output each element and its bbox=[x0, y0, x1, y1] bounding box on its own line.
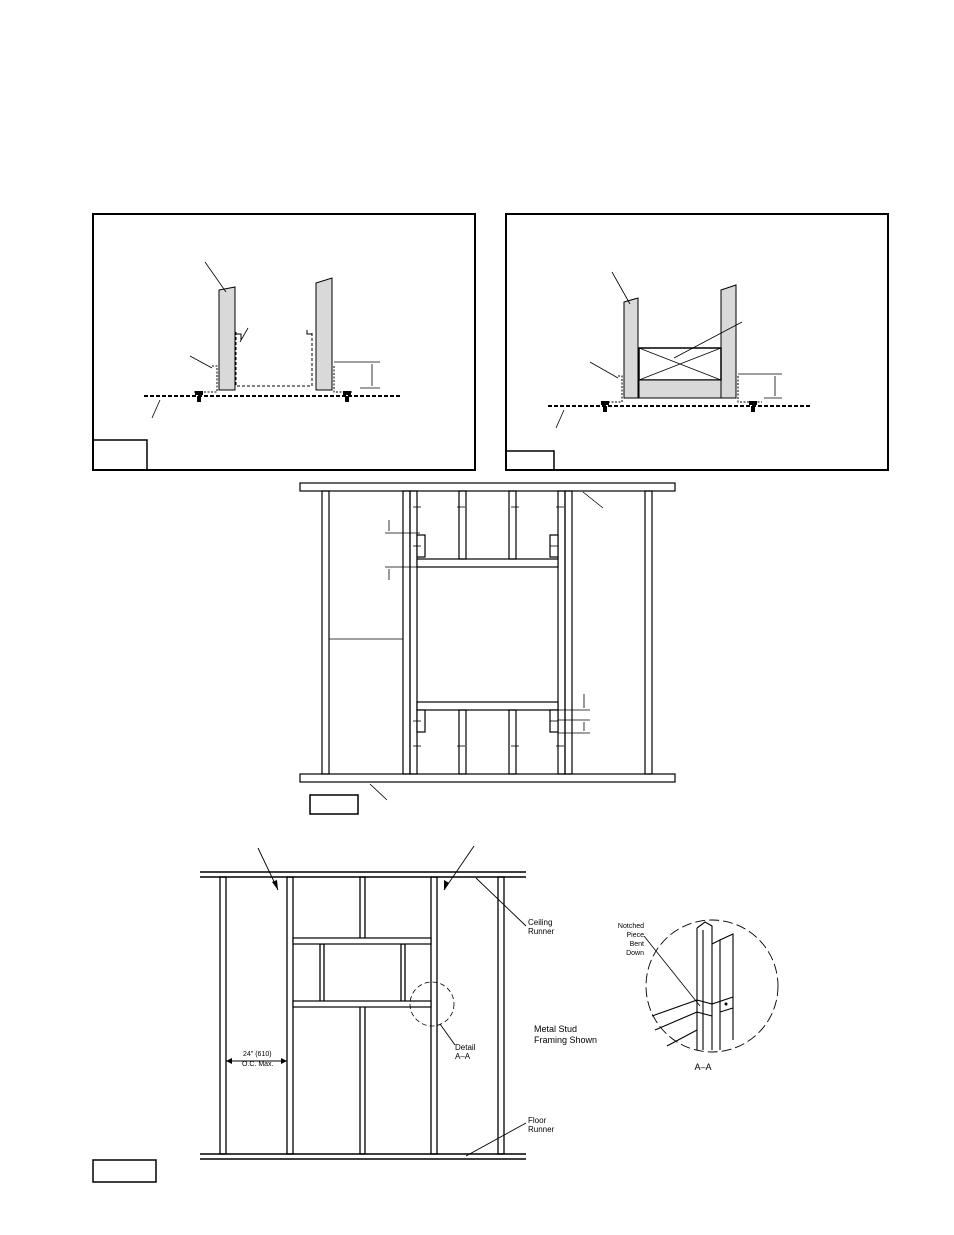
stud bbox=[219, 876, 505, 1155]
detail-label: A–A bbox=[455, 1052, 471, 1061]
section-caption: A–A bbox=[694, 1062, 711, 1072]
arrowheads bbox=[226, 880, 449, 1064]
screw-left bbox=[195, 391, 203, 402]
leader-line bbox=[643, 935, 701, 1007]
panel-wall-section-left bbox=[92, 213, 476, 471]
detail-a-a: Notched Piece Bent Down A–A bbox=[618, 919, 779, 1072]
header-block-cross bbox=[638, 347, 722, 381]
header-top bbox=[416, 558, 559, 568]
notched-piece-label: Down bbox=[626, 950, 644, 957]
leader-arrows bbox=[226, 845, 527, 1157]
leader-line bbox=[204, 261, 227, 293]
horizontal-member bbox=[651, 996, 734, 1047]
panel-framing-elevation bbox=[299, 482, 676, 815]
panel-wall-section-right bbox=[505, 213, 889, 471]
notched-piece-label: Notched bbox=[618, 923, 644, 930]
leader-line bbox=[555, 409, 565, 429]
header-base bbox=[638, 379, 722, 399]
leader-line bbox=[673, 321, 743, 359]
leader-line bbox=[589, 361, 619, 379]
bracket-right bbox=[737, 376, 762, 403]
ceiling-runner bbox=[299, 482, 676, 492]
metal-channel bbox=[235, 332, 313, 387]
spacing-label: 24" (610) bbox=[243, 1051, 272, 1058]
ceiling-runner-label: Runner bbox=[528, 927, 555, 936]
fastener-marks bbox=[413, 506, 564, 747]
floor-runner-label: Floor bbox=[528, 1116, 547, 1125]
floor-runner bbox=[299, 773, 676, 783]
stud-left bbox=[218, 286, 236, 391]
leader-line bbox=[189, 355, 213, 369]
figure-number-box bbox=[309, 794, 359, 815]
leader-line bbox=[151, 399, 161, 419]
bracket-left bbox=[600, 375, 623, 403]
detail-boundary bbox=[645, 919, 779, 1053]
screw-right bbox=[343, 391, 351, 402]
channel-return-left bbox=[236, 333, 242, 340]
leader-line bbox=[369, 783, 388, 801]
stud-right bbox=[315, 277, 333, 391]
header-bottom bbox=[292, 1000, 432, 1008]
figure-number-box bbox=[92, 1159, 157, 1183]
screw-right bbox=[749, 401, 757, 412]
stud bbox=[321, 490, 653, 775]
leader-line bbox=[611, 271, 631, 305]
notched-piece-label: Bent bbox=[630, 941, 644, 948]
stud-3d bbox=[696, 921, 734, 1050]
panel-frame bbox=[92, 213, 476, 471]
leader-line bbox=[239, 327, 249, 343]
notched-piece-label: Piece bbox=[626, 932, 644, 939]
cripple-stud bbox=[458, 490, 517, 775]
dimension-lines bbox=[329, 520, 590, 734]
ceiling-runner-label: Ceiling bbox=[528, 918, 552, 927]
figure-number-box bbox=[92, 439, 148, 471]
stud-right bbox=[720, 284, 737, 399]
figure-number-box bbox=[505, 450, 555, 471]
spacing-label: O.C. Max. bbox=[242, 1061, 274, 1068]
screw-left bbox=[601, 401, 609, 412]
detail-label: Detail bbox=[455, 1043, 476, 1052]
detail-circle bbox=[409, 981, 455, 1027]
metal-stud-framing-label: Metal Stud bbox=[534, 1024, 577, 1034]
stud-left bbox=[623, 297, 639, 399]
header-bottom bbox=[416, 701, 559, 711]
bracket-right bbox=[333, 366, 352, 393]
panel-metal-stud-framing: Ceiling Runner Floor Runner Metal Stud F… bbox=[92, 845, 597, 1183]
header-top bbox=[292, 937, 432, 945]
metal-stud-framing-label: Framing Shown bbox=[534, 1035, 597, 1045]
channel-return-right bbox=[306, 330, 312, 335]
bracket-left bbox=[194, 365, 218, 393]
leader-line bbox=[582, 491, 604, 509]
floor-runner-label: Runner bbox=[528, 1125, 555, 1134]
fastener-dot bbox=[724, 1002, 728, 1006]
panel-frame bbox=[505, 213, 889, 471]
